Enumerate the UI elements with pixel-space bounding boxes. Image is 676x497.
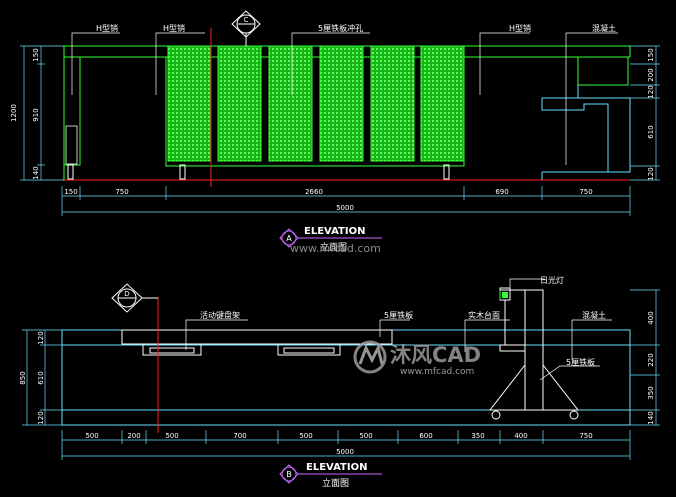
dim-b-right-350: 350: [647, 386, 655, 399]
leaders-a: [71, 32, 618, 165]
label-plate-b2: 5厘铁板: [566, 357, 595, 367]
watermark-logo-icon: [353, 340, 387, 374]
label-concrete-b: 混凝土: [582, 310, 606, 320]
dim-a-bottom-690: 690: [495, 188, 508, 196]
dim-b-bottom-10: 750: [579, 432, 592, 440]
label-plate-b: 5厘铁板: [384, 310, 413, 320]
left-post: [65, 125, 78, 165]
dim-a-right-120: 120: [647, 85, 655, 98]
label-keyboard-tray: 活动键盘架: [200, 310, 240, 320]
dim-a-right-610: 610: [647, 125, 655, 138]
section-marker-c: C: [231, 10, 261, 46]
watermark-url-top: www.mfcad.com: [290, 242, 381, 255]
panel-6: [420, 45, 465, 162]
feet-a: [67, 164, 450, 180]
label-perforated-plate: 5厘铁板冲孔: [318, 23, 363, 33]
dim-b-left-120: 120: [37, 331, 45, 344]
dim-a-bottom-750b: 750: [579, 188, 592, 196]
title-block-b: B ELEVATION 立面图: [279, 462, 382, 489]
dim-a-bottom-2660: 2660: [305, 188, 323, 196]
dim-b-left-610: 610: [37, 371, 45, 384]
dim-b-left-120b: 120: [37, 411, 45, 424]
title-letter-b: B: [286, 470, 292, 479]
panel-4: [319, 45, 364, 162]
title-elevation-b: ELEVATION: [306, 462, 367, 473]
dim-a-left-910: 910: [32, 108, 40, 121]
bottom-dim-lines-a: [61, 186, 631, 216]
title-letter-a: A: [286, 234, 292, 243]
dim-b-bottom-5: 500: [299, 432, 312, 440]
dim-a-left-total: 1200: [10, 104, 18, 122]
panel-5: [370, 45, 415, 162]
panel-2: [217, 45, 262, 162]
table-b: [121, 287, 580, 420]
dim-a-total: 5000: [336, 204, 354, 212]
dim-a-right-200: 200: [647, 68, 655, 81]
left-dim-lines-b: [22, 329, 62, 426]
dim-a-left-150: 150: [32, 48, 40, 61]
label-wood-top: 实木台面: [468, 310, 500, 320]
subtitle-a: 立面图: [320, 241, 347, 253]
dim-b-left-total: 850: [19, 371, 27, 384]
watermark-url: www.mfcad.com: [400, 367, 474, 377]
label-concrete-a: 混凝土: [592, 23, 616, 33]
dim-b-bottom-2: 200: [127, 432, 140, 440]
bottom-dim-lines-b: [61, 430, 631, 460]
label-light: 日光灯: [540, 275, 564, 285]
dim-b-total: 5000: [336, 448, 354, 456]
watermark-brand: 沐风CAD: [390, 343, 481, 367]
dim-b-bottom-9: 400: [514, 432, 527, 440]
section-marker-d: D: [111, 283, 158, 313]
dim-b-bottom-8: 350: [471, 432, 484, 440]
dim-b-right-220: 220: [647, 353, 655, 366]
dim-a-right-150: 150: [647, 48, 655, 61]
right-dim-lines-b: [630, 289, 660, 426]
section-letter-c: C: [244, 16, 249, 24]
label-h-pin-left: H型销: [96, 23, 118, 33]
perforated-panels: [167, 45, 465, 162]
dim-b-right-140: 140: [647, 411, 655, 424]
dim-a-left-140: 140: [32, 166, 40, 179]
leaders-b: [185, 278, 612, 381]
dim-b-bottom-6: 500: [359, 432, 372, 440]
title-block-a: A ELEVATION 立面图: [279, 226, 382, 253]
dim-b-bottom-1: 500: [85, 432, 98, 440]
watermark: 沐风CAD www.mfcad.com: [353, 340, 481, 377]
concrete-bench-a: [541, 85, 631, 180]
dim-b-right-400: 400: [647, 311, 655, 324]
left-dim-lines-a: [20, 45, 64, 181]
dim-b-bottom-7: 600: [419, 432, 432, 440]
panel-1: [167, 45, 212, 162]
right-dim-lines-a: [630, 45, 660, 181]
dim-b-bottom-3: 500: [165, 432, 178, 440]
elevation-a: C H型销 H型销 5厘铁板冲孔 H型销 混凝土 1200 150 910 1: [10, 10, 660, 255]
panel-3: [268, 45, 313, 162]
elevation-b: D 活动键盘架 5厘铁板 实木台面 混凝土 5厘铁板 日光灯 850 120: [19, 275, 660, 489]
dim-a-bottom-750: 750: [115, 188, 128, 196]
light-tube: [502, 292, 508, 298]
title-elevation-a: ELEVATION: [304, 226, 365, 237]
dim-a-bottom-150: 150: [64, 188, 77, 196]
label-h-pin-mid: H型销: [163, 23, 185, 33]
dim-a-right-120b: 120: [647, 167, 655, 180]
subtitle-b: 立面图: [322, 477, 349, 489]
dim-b-bottom-4: 700: [233, 432, 246, 440]
label-h-pin-right: H型销: [509, 23, 531, 33]
section-letter-d: D: [124, 290, 129, 298]
